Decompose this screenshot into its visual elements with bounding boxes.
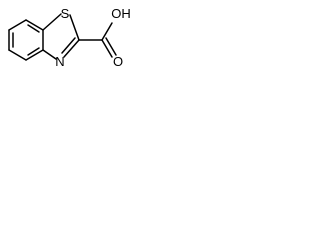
carbonyl-oxygen-label: O [113, 54, 123, 69]
structure-diagram: S N OH O [8, 6, 131, 69]
bond-n-c4 [42, 49, 57, 60]
bond-c3-s [42, 13, 62, 31]
double-bond-inner-bottom [27, 47, 40, 56]
bond-c2-n [63, 39, 80, 58]
carboxylic-acid-group [78, 22, 117, 58]
bond-c2-n-double [61, 37, 76, 54]
bond-carboxyl-o-1 [101, 39, 113, 58]
bond-c2-c3 [25, 19, 44, 31]
hydroxyl-label: OH [111, 6, 131, 21]
bond-c1-c2 [8, 19, 27, 31]
nitrogen-label: N [55, 54, 64, 69]
bond-s-c2 [69, 14, 80, 41]
bond-c5-c6 [8, 49, 27, 61]
bond-c4-c5 [25, 49, 44, 61]
benzene-ring [8, 19, 44, 61]
sulfur-label: S [61, 6, 70, 21]
bond-carboxyl-oh [101, 22, 113, 41]
thiazole-ring [42, 13, 80, 60]
atom-labels: S N OH O [55, 6, 130, 69]
double-bond-inner-top [27, 24, 40, 33]
bond-carboxyl-o-2 [105, 37, 117, 56]
